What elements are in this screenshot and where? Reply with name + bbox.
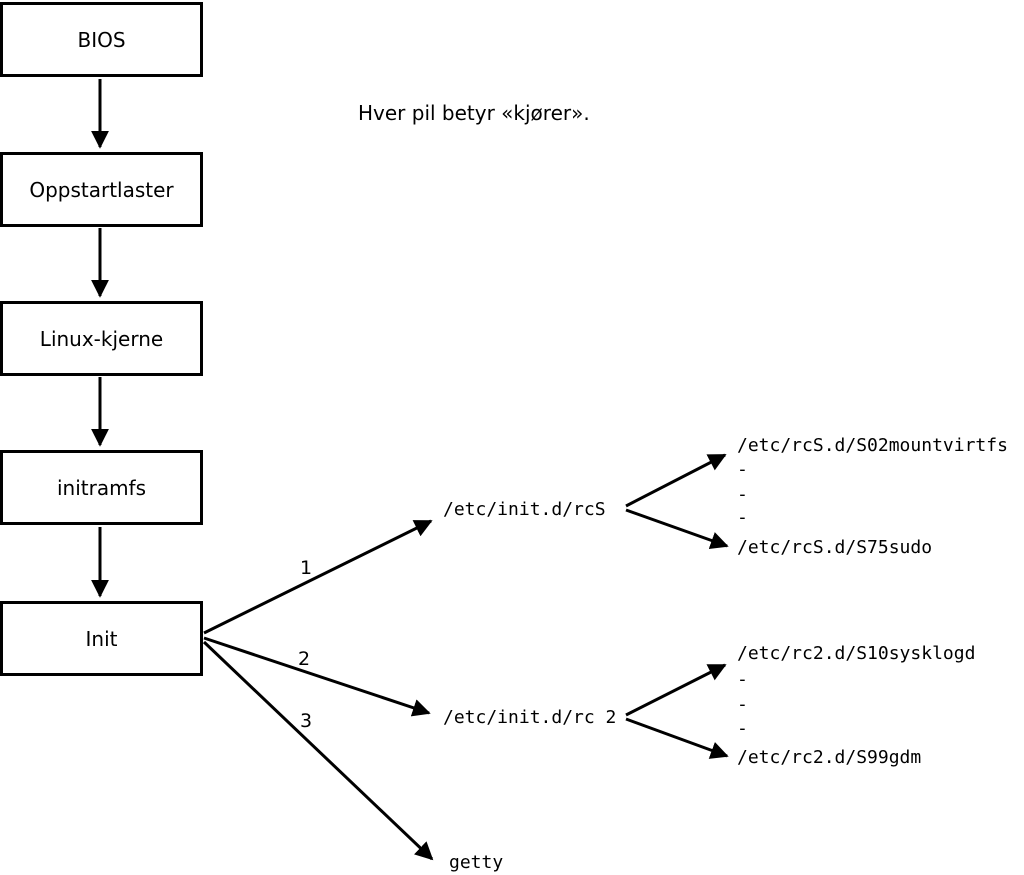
rc2-script-ellipsis-dash: - xyxy=(737,669,748,690)
rc2-script-s99gdm: /etc/rc2.d/S99gdm xyxy=(737,747,922,768)
arrow-init-to-rcs xyxy=(203,519,433,635)
node-initramfs-label: initramfs xyxy=(56,475,147,500)
node-bios: BIOS xyxy=(0,2,203,77)
diagram-caption: Hver pil betyr «kjører». xyxy=(358,101,590,125)
arrow-rc2-to-s10sysklogd xyxy=(625,663,727,717)
node-init-label: Init xyxy=(85,626,118,651)
node-oppstartlaster: Oppstartlaster xyxy=(0,152,203,227)
rcs-script-s02mountvirtfs: /etc/rcS.d/S02mountvirtfs xyxy=(737,435,1008,456)
node-oppstartlaster-label: Oppstartlaster xyxy=(29,177,174,202)
fan-arrow-label-2: 2 xyxy=(298,648,311,670)
fan-arrow-label-1: 1 xyxy=(300,557,313,579)
arrow-init-to-rc2 xyxy=(203,636,431,717)
arrow-rcs-to-s02mountvirtfs xyxy=(625,453,727,508)
rcs-script-ellipsis-dash: - xyxy=(737,507,748,528)
target-getty: getty xyxy=(449,852,504,873)
target-init-d-rcs: /etc/init.d/rcS xyxy=(443,499,606,520)
arrow-rc2-to-s99gdm xyxy=(625,717,729,759)
target-init-d-rc2: /etc/init.d/rc 2 xyxy=(443,707,617,728)
node-init: Init xyxy=(0,601,203,676)
rc2-script-s10sysklogd: /etc/rc2.d/S10sysklogd xyxy=(737,643,976,664)
node-linux-kjerne: Linux-kjerne xyxy=(0,301,203,376)
fan-arrow-label-3: 3 xyxy=(300,710,313,732)
arrow-init-to-getty xyxy=(202,640,434,861)
node-initramfs: initramfs xyxy=(0,450,203,525)
node-bios-label: BIOS xyxy=(77,27,126,52)
rcs-script-s75sudo: /etc/rcS.d/S75sudo xyxy=(737,537,933,558)
rcs-script-ellipsis-dash: - xyxy=(737,459,748,480)
rc2-script-ellipsis-dash: - xyxy=(737,718,748,739)
node-linux-kjerne-label: Linux-kjerne xyxy=(39,326,164,351)
rcs-script-ellipsis-dash: - xyxy=(737,484,748,505)
arrow-rcs-to-s75sudo xyxy=(625,508,729,550)
rc2-script-ellipsis-dash: - xyxy=(737,694,748,715)
